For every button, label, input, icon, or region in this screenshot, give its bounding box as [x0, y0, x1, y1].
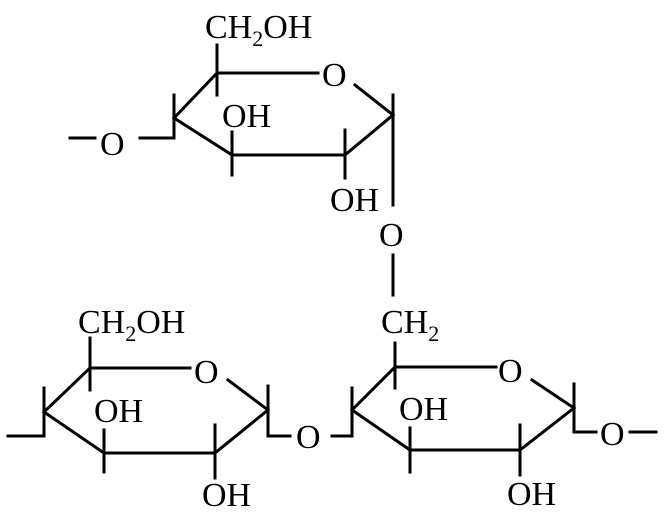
right-oh-inner: OH — [399, 391, 448, 428]
top-oh-inner: OH — [222, 98, 271, 135]
left-ch2oh-label: CH2OH — [78, 304, 185, 346]
right-oh-bottom: OH — [507, 476, 556, 513]
left-oh-bottom: OH — [202, 477, 251, 514]
top-oh-bottom: OH — [330, 182, 379, 219]
end-oxygen: O — [600, 416, 625, 453]
middle-oxygen: O — [296, 419, 321, 456]
top-left-oxygen: O — [100, 126, 125, 163]
top-ring-oxygen: O — [322, 57, 347, 94]
left-ring-oxygen: O — [194, 354, 219, 391]
right-glucose-ring — [349, 341, 598, 477]
left-glucose-ring — [41, 336, 292, 480]
top-glucose-ring — [138, 43, 396, 207]
right-ring-oxygen: O — [498, 353, 523, 390]
right-ch2-label: CH2 — [381, 304, 439, 346]
bridge-oxygen: O — [379, 217, 404, 254]
top-ch2oh-label: CH2OH — [205, 9, 312, 51]
left-oh-inner: OH — [94, 393, 143, 430]
